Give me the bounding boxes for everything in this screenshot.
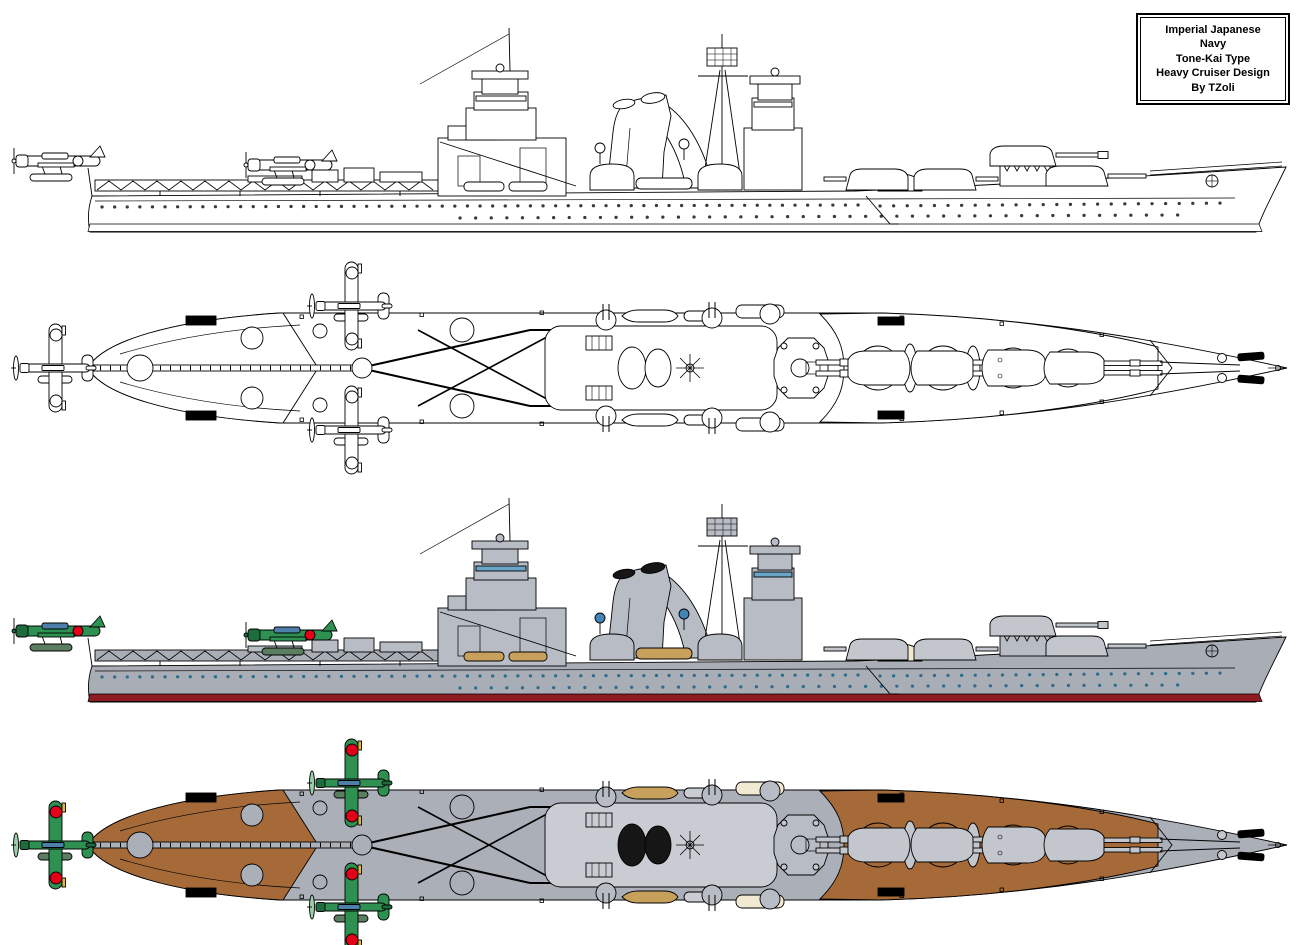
view-side-profile-colored	[12, 498, 1286, 702]
title-line-3: Tone-Kai Type	[1175, 52, 1251, 65]
title-box: Imperial Japanese Navy Tone-Kai Type Hea…	[1136, 13, 1290, 105]
title-line-4: Heavy Cruiser Design	[1156, 67, 1270, 80]
title-box-inner-border: Imperial Japanese Navy Tone-Kai Type Hea…	[1140, 17, 1286, 101]
title-line-5: By TZoli	[1191, 81, 1235, 94]
view-side-profile-lineart	[12, 28, 1286, 232]
view-deck-plan-lineart	[11, 262, 1287, 474]
title-line-2: Navy	[1199, 38, 1227, 51]
view-deck-plan-colored	[11, 739, 1287, 945]
title-line-1: Imperial Japanese	[1165, 23, 1261, 36]
